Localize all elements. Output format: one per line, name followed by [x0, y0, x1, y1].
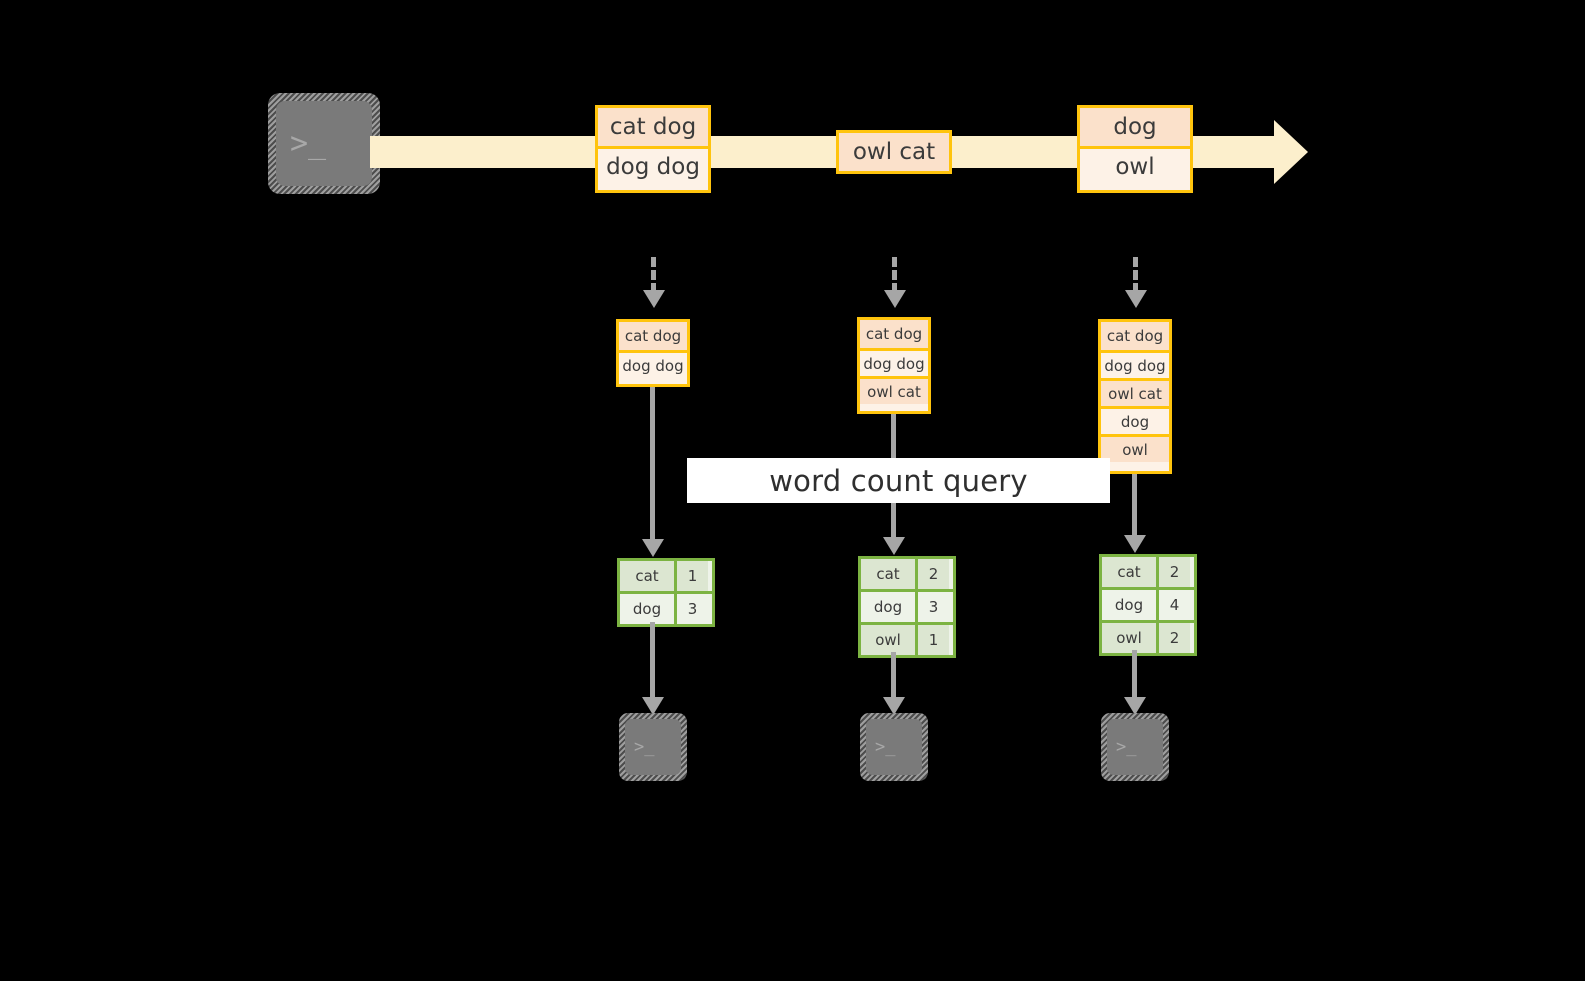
result-count: 2	[915, 559, 949, 589]
snapshot-3-feed-line	[1133, 257, 1138, 293]
input-record: owl	[1101, 434, 1169, 462]
stream-record: cat dog	[598, 108, 708, 146]
snapshot-1-sink-line	[650, 622, 655, 700]
input-record: dog dog	[860, 348, 928, 376]
snapshot-1-result-table: cat 1 dog 3	[617, 558, 715, 627]
snapshot-1-sink-terminal-icon: >_	[619, 713, 687, 781]
query-banner-label: word count query	[769, 463, 1028, 498]
terminal-prompt-glyph: >_	[634, 736, 655, 757]
stream-record-group-3: dog owl	[1077, 105, 1193, 193]
snapshot-3-sink-arrowhead	[1124, 697, 1146, 715]
query-banner: word count query	[687, 458, 1110, 503]
snapshot-1-query-arrowhead	[642, 539, 664, 557]
result-key: dog	[861, 592, 915, 622]
input-record: cat dog	[1101, 322, 1169, 350]
input-record: dog dog	[1101, 350, 1169, 378]
snapshot-2-sink-terminal-icon: >_	[860, 713, 928, 781]
result-row: cat 2	[1102, 557, 1194, 587]
result-count: 1	[674, 561, 708, 591]
input-record: dog	[1101, 406, 1169, 434]
snapshot-2-result-table: cat 2 dog 3 owl 1	[858, 556, 956, 658]
result-row: owl 2	[1102, 620, 1194, 653]
terminal-prompt-glyph: >_	[875, 736, 896, 757]
snapshot-1-sink-arrowhead	[642, 697, 664, 715]
snapshot-3-sink-line	[1132, 650, 1137, 700]
snapshot-2-sink-line	[891, 652, 896, 700]
stream-record: owl	[1080, 146, 1190, 184]
input-record: dog dog	[619, 350, 687, 378]
result-key: dog	[620, 594, 674, 624]
snapshot-3-query-line	[1132, 474, 1137, 538]
snapshot-1-feed-line	[651, 257, 656, 293]
result-count: 3	[915, 592, 949, 622]
snapshot-3-feed-arrowhead	[1125, 290, 1147, 308]
result-row: dog 3	[861, 589, 953, 622]
source-terminal-icon: >_	[268, 93, 380, 194]
result-row: cat 2	[861, 559, 953, 589]
result-key: cat	[620, 561, 674, 591]
result-count: 3	[674, 594, 708, 624]
snapshot-2-query-arrowhead	[883, 537, 905, 555]
terminal-prompt-glyph: >_	[1116, 736, 1137, 757]
result-row: dog 3	[620, 591, 712, 624]
stream-record-group-2: owl cat	[836, 130, 952, 174]
snapshot-1-feed-arrowhead	[643, 290, 665, 308]
result-row: cat 1	[620, 561, 712, 591]
snapshot-3-input-box: cat dog dog dog owl cat dog owl	[1098, 319, 1172, 474]
input-record: owl cat	[1101, 378, 1169, 406]
snapshot-3-query-arrowhead	[1124, 535, 1146, 553]
stream-record: owl cat	[839, 133, 949, 171]
terminal-screen: >_	[866, 719, 922, 775]
result-key: cat	[861, 559, 915, 589]
result-count: 2	[1156, 623, 1190, 653]
result-key: dog	[1102, 590, 1156, 620]
result-count: 4	[1156, 590, 1190, 620]
result-key: owl	[861, 625, 915, 655]
stream-record-group-1: cat dog dog dog	[595, 105, 711, 193]
result-count: 2	[1156, 557, 1190, 587]
stream-record: dog dog	[598, 146, 708, 184]
result-key: owl	[1102, 623, 1156, 653]
snapshot-2-feed-arrowhead	[884, 290, 906, 308]
snapshot-3-sink-terminal-icon: >_	[1101, 713, 1169, 781]
result-count: 1	[915, 625, 949, 655]
input-record: cat dog	[860, 320, 928, 348]
input-record: cat dog	[619, 322, 687, 350]
terminal-screen: >_	[276, 101, 372, 186]
result-row: owl 1	[861, 622, 953, 655]
snapshot-2-feed-line	[892, 257, 897, 293]
snapshot-3-result-table: cat 2 dog 4 owl 2	[1099, 554, 1197, 656]
snapshot-2-sink-arrowhead	[883, 697, 905, 715]
snapshot-2-input-box: cat dog dog dog owl cat	[857, 317, 931, 414]
terminal-prompt-glyph: >_	[290, 125, 327, 161]
stream-band-arrowhead	[1274, 120, 1308, 184]
terminal-screen: >_	[1107, 719, 1163, 775]
stream-record: dog	[1080, 108, 1190, 146]
result-row: dog 4	[1102, 587, 1194, 620]
terminal-screen: >_	[625, 719, 681, 775]
snapshot-1-query-line	[650, 387, 655, 542]
result-key: cat	[1102, 557, 1156, 587]
snapshot-1-input-box: cat dog dog dog	[616, 319, 690, 387]
input-record: owl cat	[860, 376, 928, 404]
